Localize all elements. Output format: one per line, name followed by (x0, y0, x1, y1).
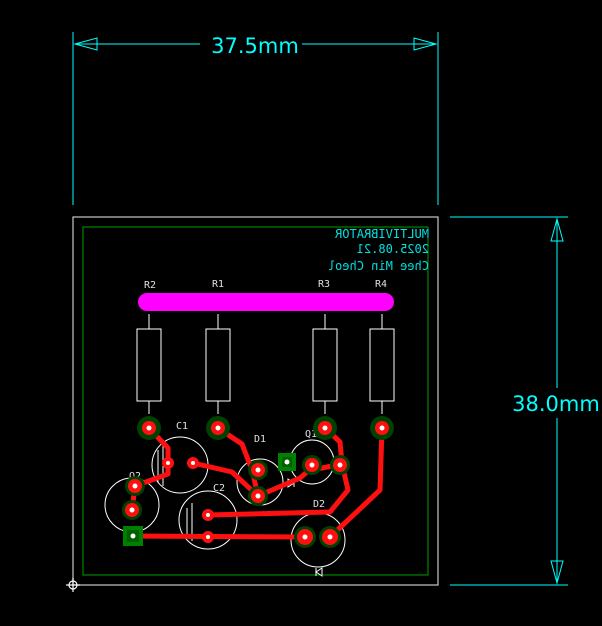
board-title-text: MULTIVIBRATOR (334, 227, 429, 241)
designator-r2: R2 (144, 280, 156, 291)
resistor-footprints (136, 314, 395, 414)
pad-c1-minus (187, 457, 199, 469)
trace-q2-d2 (129, 533, 308, 540)
designator-r3: R3 (318, 279, 330, 290)
designator-c1: C1 (176, 421, 188, 432)
pad-q1-2 (302, 455, 322, 475)
pad-d2-cathode (319, 526, 341, 548)
pads (122, 416, 394, 548)
width-dimension-arrow-right-icon (413, 37, 438, 51)
height-dimension-label: 38.0mm (512, 392, 600, 416)
board-keepout-outline (82, 226, 429, 576)
board-info-text: MULTIVIBRATOR 2025.08.21 Chee Min Cheol (328, 227, 429, 273)
height-dimension-arrow-down-icon (550, 560, 564, 585)
designator-d2: D2 (313, 499, 325, 510)
designator-q1: Q1 (305, 429, 317, 440)
board-author-text: Chee Min Cheol (328, 259, 429, 273)
height-dimension-arrow-up-icon (550, 217, 564, 242)
pad-q1-square (278, 453, 296, 471)
pad-c1-plus (162, 457, 174, 469)
pad-d2-anode (294, 526, 316, 548)
width-dimension-label: 37.5mm (211, 34, 299, 58)
pad-q2-2 (122, 500, 142, 520)
pad-d1-cathode (248, 486, 268, 506)
pad-r2 (137, 416, 161, 440)
pad-c2-plus (202, 509, 214, 521)
pad-q2-1 (125, 476, 145, 496)
pad-r3 (313, 416, 337, 440)
designator-r1: R1 (212, 279, 224, 290)
pad-q2-square (123, 526, 143, 546)
pad-c2-minus (202, 531, 214, 543)
designator-c2: C2 (213, 483, 225, 494)
origin-marker-icon (66, 578, 80, 592)
width-dimension (72, 32, 439, 205)
trace-c2-q1 (205, 461, 351, 518)
pad-r1 (206, 416, 230, 440)
height-dimension (450, 216, 568, 586)
pad-d1-anode (248, 460, 268, 480)
designator-d1: D1 (254, 434, 266, 445)
diode-d2-symbol-icon (315, 567, 323, 577)
pad-q1-3 (330, 455, 350, 475)
pad-r4 (370, 416, 394, 440)
trace-r4-d2 (327, 425, 385, 540)
width-dimension-arrow-left-icon (73, 37, 98, 51)
board-outline (72, 216, 439, 586)
trace-r1-d1 (215, 425, 261, 499)
designator-r4: R4 (375, 279, 387, 290)
capacitor-c2-outline (178, 490, 238, 550)
board-date-text: 2025.08.21 (357, 242, 429, 256)
